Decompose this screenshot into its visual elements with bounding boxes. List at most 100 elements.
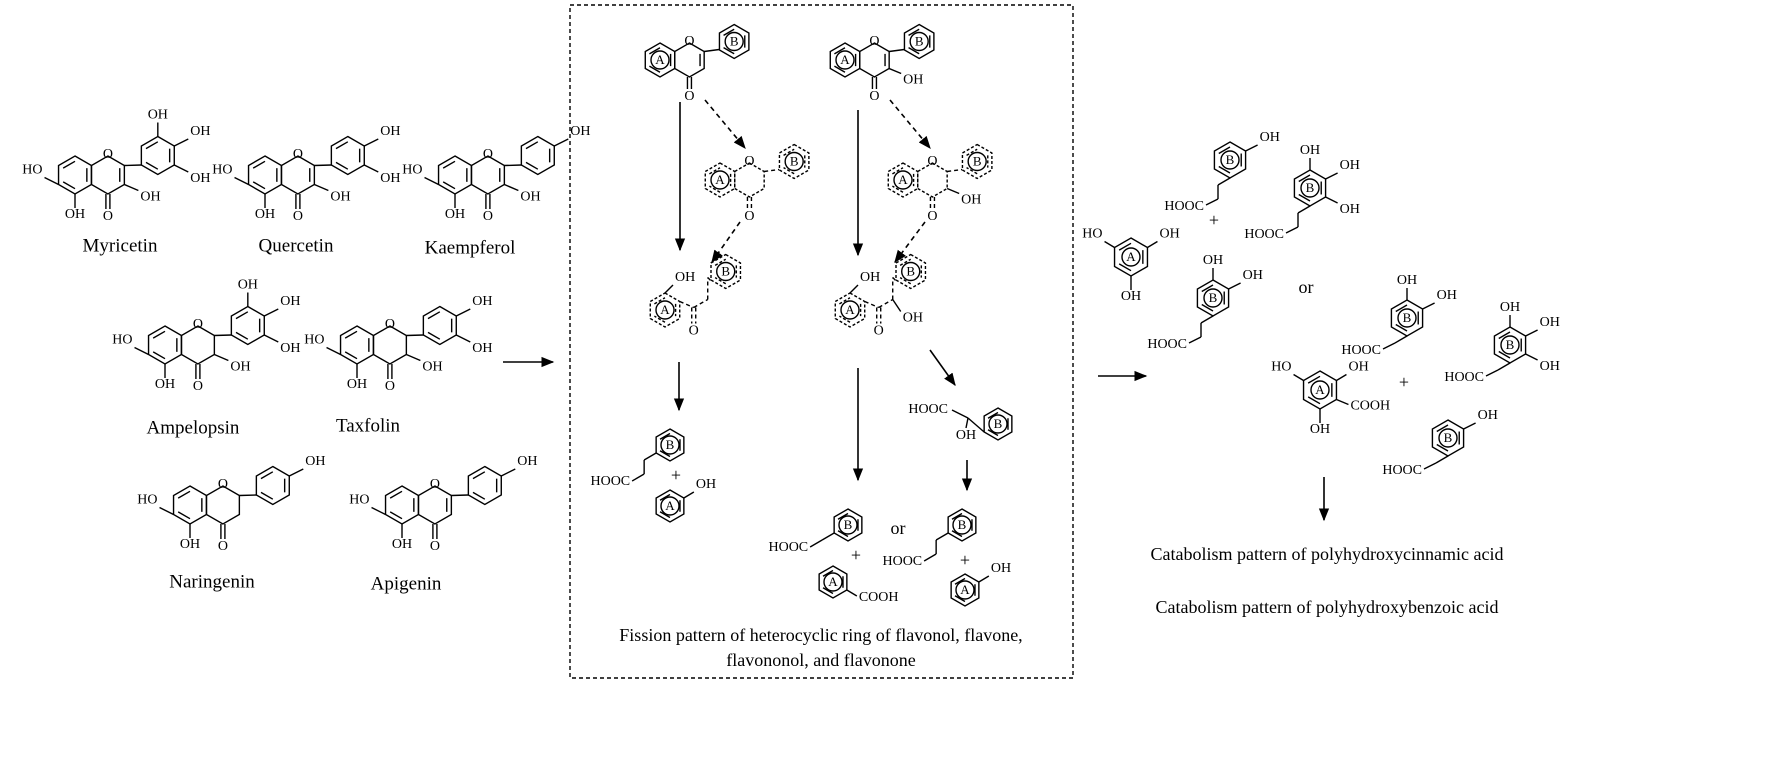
ring-label-circle	[716, 261, 736, 282]
double-bond	[839, 315, 851, 323]
substituent-bond	[1336, 373, 1347, 382]
ring-label-b: B	[721, 263, 730, 278]
ring-label-a: A	[665, 498, 675, 513]
substituent-bond	[326, 346, 341, 356]
ring-label-b: B	[915, 33, 924, 48]
hydroxyl: OH	[1437, 288, 1457, 303]
plus-sign: +	[851, 545, 861, 565]
carbonyl-oxygen: O	[869, 89, 879, 104]
chain-bond	[935, 532, 949, 541]
double-bond	[472, 471, 486, 480]
substituent-bond	[214, 353, 229, 362]
hydroxyl: OH	[1340, 158, 1360, 173]
hydroxyl-4prime: OH	[472, 294, 492, 309]
ring-oxygen: O	[483, 147, 493, 162]
phenol-hydroxyl: OH	[860, 270, 880, 285]
double-bond	[1395, 323, 1408, 332]
ring-label-a: A	[898, 172, 908, 187]
double-bond	[954, 595, 966, 603]
compound-name-ampelopsin: Ampelopsin	[147, 417, 240, 438]
dashed-reaction-arrow	[889, 99, 931, 149]
carboxylic-acid: HOOC	[1444, 370, 1484, 385]
fission-caption-line2: flavononol, and flavonone	[726, 650, 915, 670]
chain-bond	[1188, 336, 1202, 344]
chain-bond	[967, 417, 985, 433]
ring-label-a: A	[828, 574, 838, 589]
chain-bond	[923, 553, 937, 562]
carboxylic-acid: HOOC	[1341, 343, 1381, 358]
hydroxyl-7: HO	[22, 163, 42, 178]
b-ring	[833, 508, 863, 542]
substituent-bond	[1293, 373, 1304, 382]
hydroxyl-3prime: OH	[472, 341, 492, 356]
carbonyl-oxygen: O	[385, 379, 395, 394]
double-bond	[987, 429, 999, 437]
chain-bond	[631, 473, 645, 482]
inter-ring-bond	[704, 48, 720, 53]
compound-name-apigenin: Apigenin	[371, 573, 442, 594]
double-bond	[1118, 242, 1132, 251]
hydroxyl-3: OH	[230, 360, 250, 375]
double-bond	[951, 530, 963, 538]
substituent-bond	[978, 575, 990, 583]
double-bond	[987, 411, 999, 419]
hydroxyl: OH	[1340, 202, 1360, 217]
ring-label-circle	[823, 572, 843, 592]
hydroxyl-3prime: OH	[190, 171, 210, 186]
double-bond	[966, 167, 978, 175]
double-bond	[839, 297, 851, 305]
ring-label-circle	[1438, 428, 1458, 448]
ring-label-b: B	[958, 517, 967, 532]
double-bond	[252, 181, 266, 190]
ring-oxygen: O	[684, 34, 694, 49]
hydroxyl-7: HO	[349, 493, 369, 508]
substituent-bond	[1463, 422, 1476, 430]
substituent-bond	[500, 468, 516, 477]
double-bond	[1218, 165, 1231, 174]
substituent-bond	[1525, 353, 1538, 361]
double-bond	[252, 160, 266, 169]
substituent-bond	[455, 334, 471, 343]
double-bond	[389, 490, 403, 499]
ring-label-circle	[655, 300, 675, 320]
substituent-bond	[1245, 144, 1258, 152]
carboxylic-acid: HOOC	[1244, 227, 1284, 242]
dashed-reaction-arrow	[704, 99, 746, 149]
ring-oxygen: O	[218, 477, 228, 492]
or-label: or	[891, 518, 906, 538]
substituent-bond	[314, 183, 329, 192]
hydroxyl: OH	[1203, 253, 1223, 268]
ring-label-a: A	[1315, 382, 1325, 397]
chain-bond	[965, 417, 969, 429]
double-bond	[472, 491, 486, 500]
double-bond	[1436, 443, 1449, 452]
ring-label-a: A	[655, 52, 665, 67]
double-bond	[62, 181, 76, 190]
double-bond	[723, 47, 735, 55]
b-ring	[947, 508, 977, 542]
substituent-bond	[946, 187, 960, 195]
ring-oxygen: O	[385, 317, 395, 332]
hydroxyl: OH	[1478, 408, 1498, 423]
compound-name-naringenin: Naringenin	[169, 571, 255, 592]
double-bond	[899, 277, 912, 285]
substituent-bond	[664, 284, 674, 294]
double-bond	[659, 432, 671, 440]
chain-hydroxyl: OH	[956, 428, 976, 443]
substituent-bond	[173, 164, 189, 173]
double-bond	[1307, 375, 1321, 384]
ring-label-a: A	[960, 582, 970, 597]
phenol-hydroxyl: OH	[991, 561, 1011, 576]
ring-oxygen: O	[103, 147, 113, 162]
double-bond	[344, 330, 358, 339]
hydroxyl-3: OH	[520, 190, 540, 205]
hydroxyl-3prime: OH	[280, 341, 300, 356]
substituent-bond	[1147, 240, 1158, 249]
ring-label-circle	[710, 170, 730, 190]
fission-pattern-box	[569, 4, 1074, 679]
carboxylic-acid: HOOC	[768, 540, 808, 555]
hydroxyl-7: HO	[402, 163, 422, 178]
double-bond	[145, 161, 159, 170]
substituent-bond	[134, 346, 149, 356]
chain-bond	[1497, 362, 1511, 371]
